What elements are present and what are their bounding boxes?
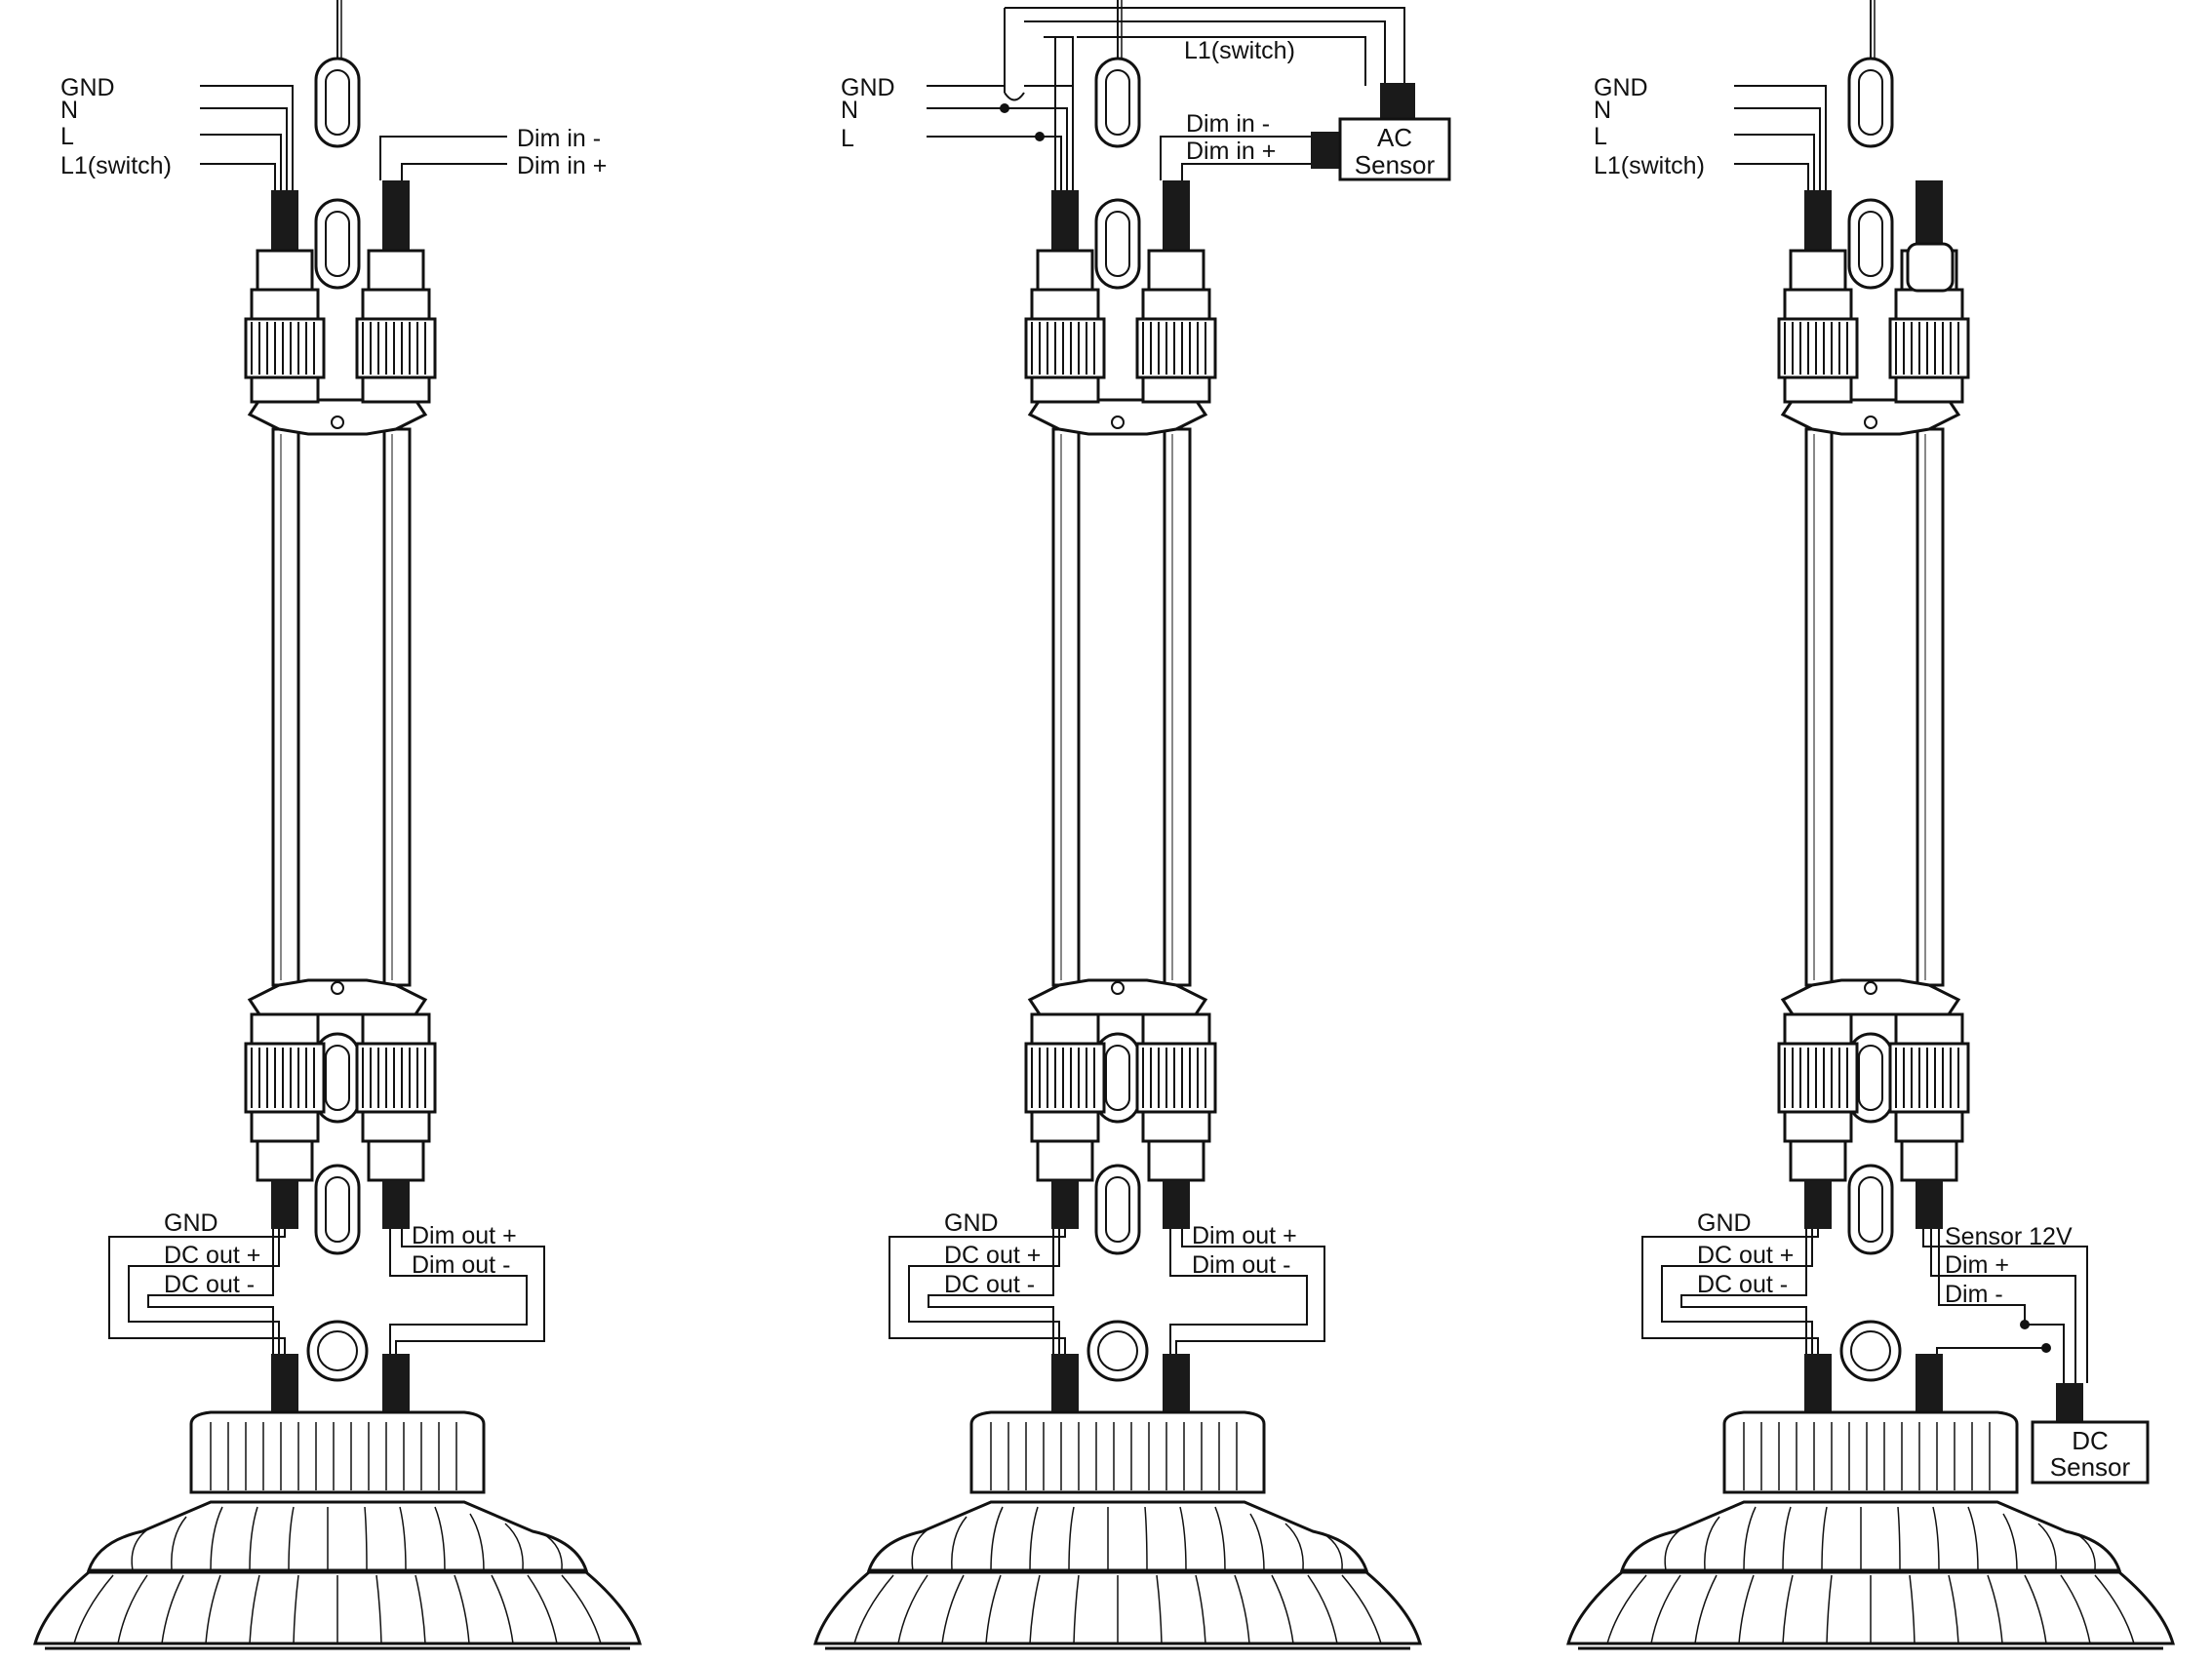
- label-l-middle: L: [841, 125, 854, 152]
- label-l1-switch-right: L1(switch): [1594, 152, 1705, 179]
- label-out-gnd-middle: GND: [944, 1209, 999, 1237]
- label-l-right: L: [1594, 123, 1607, 150]
- junction-dot-n: [1000, 103, 1009, 113]
- junction-dot-dim-out: [2041, 1343, 2051, 1353]
- dim-out-wires-middle: [1169, 1229, 1325, 1354]
- ac-sensor-plug-side: [1311, 132, 1340, 169]
- label-dc-out-minus-right: DC out -: [1697, 1271, 1788, 1298]
- dc-out-wires-left: [108, 1229, 286, 1354]
- dc-sensor-box: [2031, 1420, 2150, 1485]
- dim-in-wires-middle: [1160, 136, 1311, 180]
- label-dim-out-plus-middle: Dim out +: [1192, 1222, 1297, 1249]
- fixture-left: [33, 0, 642, 1650]
- label-out-gnd-right: GND: [1697, 1209, 1752, 1237]
- dim-port-cap: [1906, 242, 1955, 293]
- label-dim-plus: Dim +: [1945, 1251, 2009, 1279]
- supply-wires-right: [1734, 85, 1827, 190]
- label-dim-in-minus-middle: Dim in -: [1186, 110, 1270, 138]
- supply-wires-middle: [927, 7, 1405, 190]
- label-l1-switch-middle: L1(switch): [1184, 37, 1295, 64]
- junction-dot-dim-minus: [2020, 1320, 2030, 1329]
- label-n-middle: N: [841, 97, 858, 124]
- label-dim-out-minus: Dim out -: [412, 1251, 510, 1279]
- dc-sensor-label-1: DC: [2072, 1426, 2109, 1455]
- label-dc-out-plus-right: DC out +: [1697, 1242, 1794, 1269]
- dim-in-wires-left: [379, 136, 507, 180]
- label-dim-in-minus: Dim in -: [517, 125, 601, 152]
- label-dc-out-plus-middle: DC out +: [944, 1242, 1041, 1269]
- dc-out-wires-middle: [889, 1229, 1066, 1354]
- ac-sensor-plug-top: [1380, 83, 1415, 120]
- label-l: L: [60, 123, 74, 150]
- label-gnd-right: GND: [1594, 74, 1648, 101]
- label-gnd: GND: [60, 74, 115, 101]
- label-gnd-middle: GND: [841, 74, 895, 101]
- fixture-middle: [813, 0, 1422, 1650]
- panel-right: GND N L L1(switch) GND DC out + DC out -…: [1566, 0, 2175, 1650]
- supply-wires-left: [200, 85, 294, 190]
- panel-left: GND N L L1(switch) Dim in - Dim in + GND…: [33, 0, 642, 1650]
- dim-out-wires-left: [389, 1229, 545, 1354]
- label-dc-out-plus: DC out +: [164, 1242, 260, 1269]
- label-dim-out-plus: Dim out +: [412, 1222, 517, 1249]
- label-dim-in-plus: Dim in +: [517, 152, 607, 179]
- label-dim-out-minus-middle: Dim out -: [1192, 1251, 1290, 1279]
- dc-sensor-plug: [2056, 1383, 2083, 1422]
- junction-dot-l: [1035, 132, 1045, 141]
- ac-sensor-label-2: Sensor: [1355, 150, 1436, 179]
- panel-middle: GND N L L1(switch) AC Sensor Dim in - Di…: [813, 0, 1451, 1650]
- label-out-gnd: GND: [164, 1209, 218, 1237]
- ac-sensor-label-1: AC: [1377, 123, 1412, 152]
- label-n-right: N: [1594, 97, 1611, 124]
- ac-sensor-box: [1338, 117, 1451, 181]
- label-dim-in-plus-middle: Dim in +: [1186, 138, 1276, 165]
- label-dc-out-minus-middle: DC out -: [944, 1271, 1035, 1298]
- label-dim-minus: Dim -: [1945, 1281, 2003, 1308]
- label-sensor-12v: Sensor 12V: [1945, 1223, 2073, 1250]
- label-dc-out-minus: DC out -: [164, 1271, 255, 1298]
- label-l1-switch: L1(switch): [60, 152, 172, 179]
- dc-sensor-label-2: Sensor: [2050, 1452, 2131, 1482]
- label-n: N: [60, 97, 78, 124]
- dc-out-wires-right: [1641, 1229, 1819, 1354]
